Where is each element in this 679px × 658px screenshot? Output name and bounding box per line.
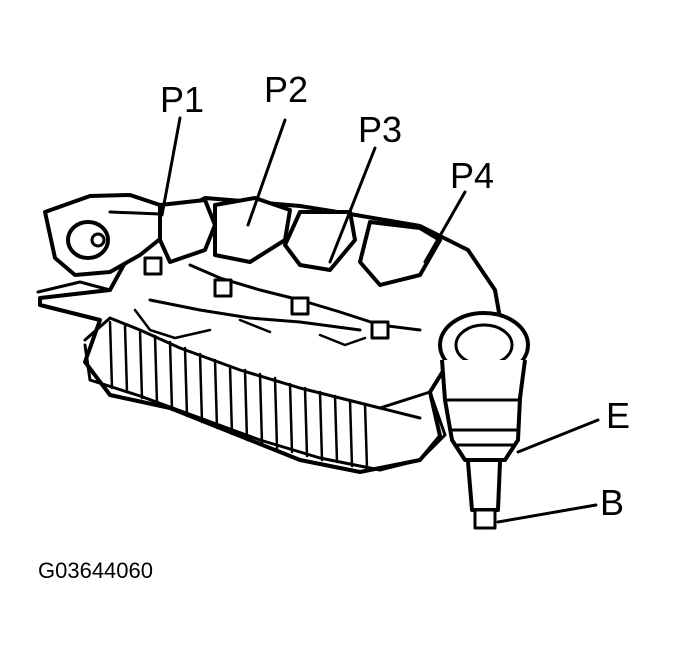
label-b: B: [600, 482, 624, 523]
leader-p4: [423, 190, 467, 264]
label-p4: P4: [450, 155, 494, 196]
label-p1: P1: [160, 79, 204, 120]
leader-e: [516, 418, 600, 454]
leader-b: [496, 503, 598, 524]
label-p3: P3: [358, 109, 402, 150]
mounting-tab: [36, 193, 167, 294]
label-p2: P2: [264, 69, 308, 110]
leader-p2: [246, 118, 287, 227]
figure-code: G03644060: [38, 558, 153, 583]
leader-p3: [328, 146, 377, 264]
terminal-blocks: [133, 196, 442, 347]
label-e: E: [606, 395, 630, 436]
heat-sink-fins: [83, 316, 422, 472]
leader-p1: [160, 116, 182, 217]
leader-lines: [160, 116, 600, 524]
output-terminal: [438, 311, 530, 530]
